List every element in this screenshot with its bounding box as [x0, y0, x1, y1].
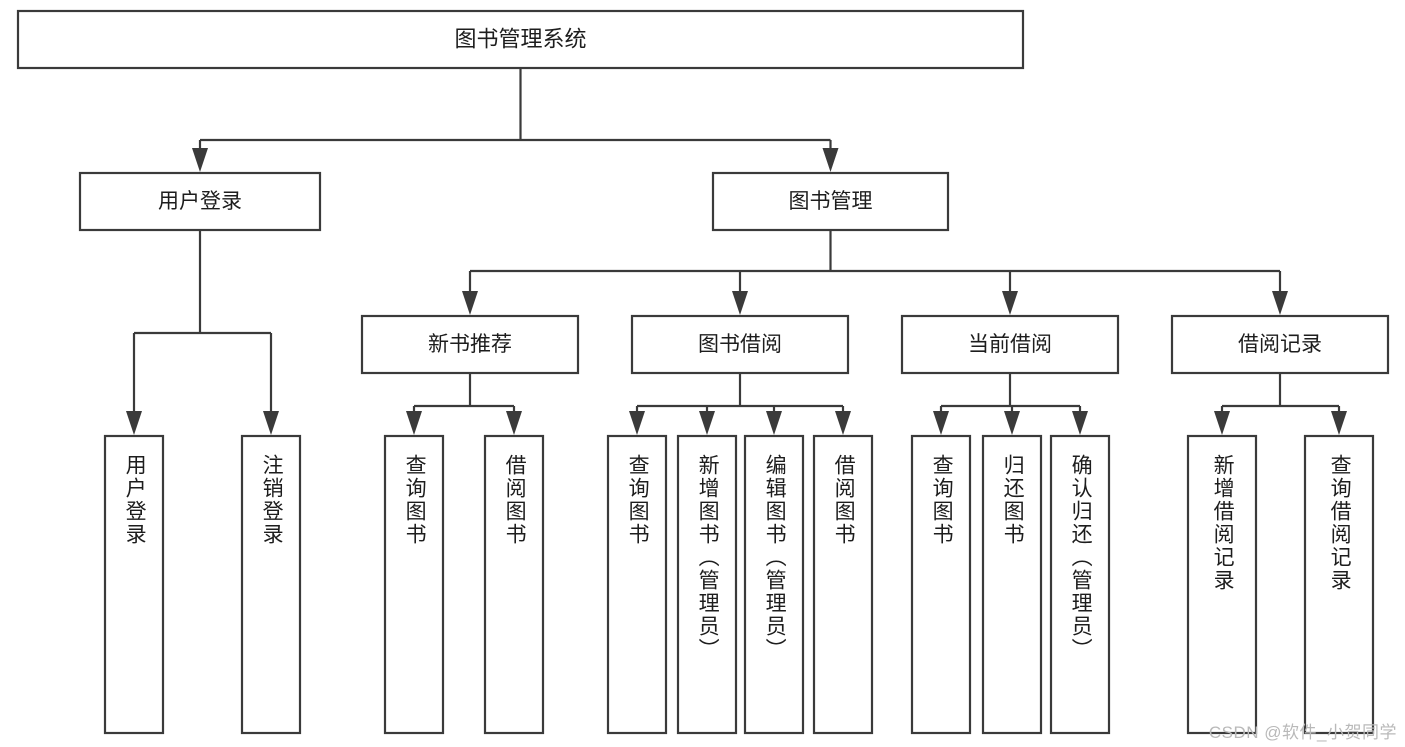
connector-group-book_borrow [629, 373, 851, 435]
node-box[interactable] [1170, 314, 1390, 375]
node-leaf-query-book-2[interactable] [606, 434, 668, 735]
node-book-borrow[interactable]: 图书借阅 [630, 314, 850, 375]
watermark: CSDN @软件_小贺同学 [1208, 723, 1397, 742]
node-borrow-record[interactable]: 借阅记录 [1170, 314, 1390, 375]
node-leaf-query-record[interactable] [1303, 434, 1375, 735]
arrow-head-icon [933, 411, 949, 435]
node-box[interactable] [676, 434, 738, 735]
node-box[interactable] [1303, 434, 1375, 735]
node-leaf-borrow-book-1[interactable] [483, 434, 545, 735]
arrow-head-icon [263, 411, 279, 435]
node-box[interactable] [483, 434, 545, 735]
node-label: 当前借阅 [968, 333, 1052, 356]
connector-group-book_manage [462, 230, 1288, 315]
arrow-head-icon [506, 411, 522, 435]
node-label: 用户登录 [158, 190, 242, 213]
node-user-login[interactable]: 用户登录 [78, 171, 322, 232]
node-leaf-return-book[interactable] [981, 434, 1043, 735]
node-box[interactable] [630, 314, 850, 375]
node-leaf-confirm-return[interactable] [1049, 434, 1111, 735]
connector-group-user_login [126, 230, 279, 435]
arrow-head-icon [699, 411, 715, 435]
node-box[interactable] [103, 434, 165, 735]
node-leaf-edit-book[interactable] [743, 434, 805, 735]
node-box[interactable] [360, 314, 580, 375]
node-label: 图书借阅 [698, 333, 782, 356]
arrow-head-icon [1072, 411, 1088, 435]
node-leaf-user-login[interactable] [103, 434, 165, 735]
node-box[interactable] [981, 434, 1043, 735]
connector-group-borrow_record [1214, 373, 1347, 435]
node-label: 图书管理 [789, 190, 873, 213]
arrow-head-icon [766, 411, 782, 435]
node-label: 图书管理系统 [454, 26, 586, 51]
node-box[interactable] [711, 171, 950, 232]
node-box[interactable] [910, 434, 972, 735]
arrow-head-icon [822, 148, 839, 172]
node-box[interactable] [900, 314, 1120, 375]
arrow-head-icon [732, 291, 748, 315]
arrow-head-icon [406, 411, 422, 435]
node-leaf-add-book[interactable] [676, 434, 738, 735]
arrow-head-icon [1272, 291, 1288, 315]
node-box[interactable] [78, 171, 322, 232]
node-root[interactable]: 图书管理系统 [16, 9, 1025, 70]
node-box[interactable] [383, 434, 445, 735]
arrow-head-icon [1002, 291, 1018, 315]
node-box[interactable] [1186, 434, 1258, 735]
node-leaf-logout[interactable] [240, 434, 302, 735]
connector-group-new_book_rec [406, 373, 522, 435]
node-leaf-add-record[interactable] [1186, 434, 1258, 735]
node-leaf-borrow-book-2[interactable] [812, 434, 874, 735]
node-new-book-rec[interactable]: 新书推荐 [360, 314, 580, 375]
arrow-head-icon [192, 148, 208, 172]
node-label: 借阅记录 [1238, 333, 1322, 356]
node-box[interactable] [812, 434, 874, 735]
connector-group-root [192, 68, 839, 172]
node-leaf-query-book-3[interactable] [910, 434, 972, 735]
node-box[interactable] [743, 434, 805, 735]
node-box[interactable] [606, 434, 668, 735]
node-box[interactable] [16, 9, 1025, 70]
arrow-head-icon [126, 411, 142, 435]
arrow-head-icon [1331, 411, 1347, 435]
arrow-head-icon [462, 291, 478, 315]
arrow-head-icon [835, 411, 851, 435]
connector-group-current_borrow [933, 373, 1088, 435]
node-box[interactable] [1049, 434, 1111, 735]
node-book-manage[interactable]: 图书管理 [711, 171, 950, 232]
node-label: 新书推荐 [428, 333, 512, 356]
node-leaf-query-book-1[interactable] [383, 434, 445, 735]
arrow-head-icon [1004, 411, 1020, 435]
node-current-borrow[interactable]: 当前借阅 [900, 314, 1120, 375]
node-box[interactable] [240, 434, 302, 735]
arrow-head-icon [629, 411, 645, 435]
arrow-head-icon [1214, 411, 1230, 435]
